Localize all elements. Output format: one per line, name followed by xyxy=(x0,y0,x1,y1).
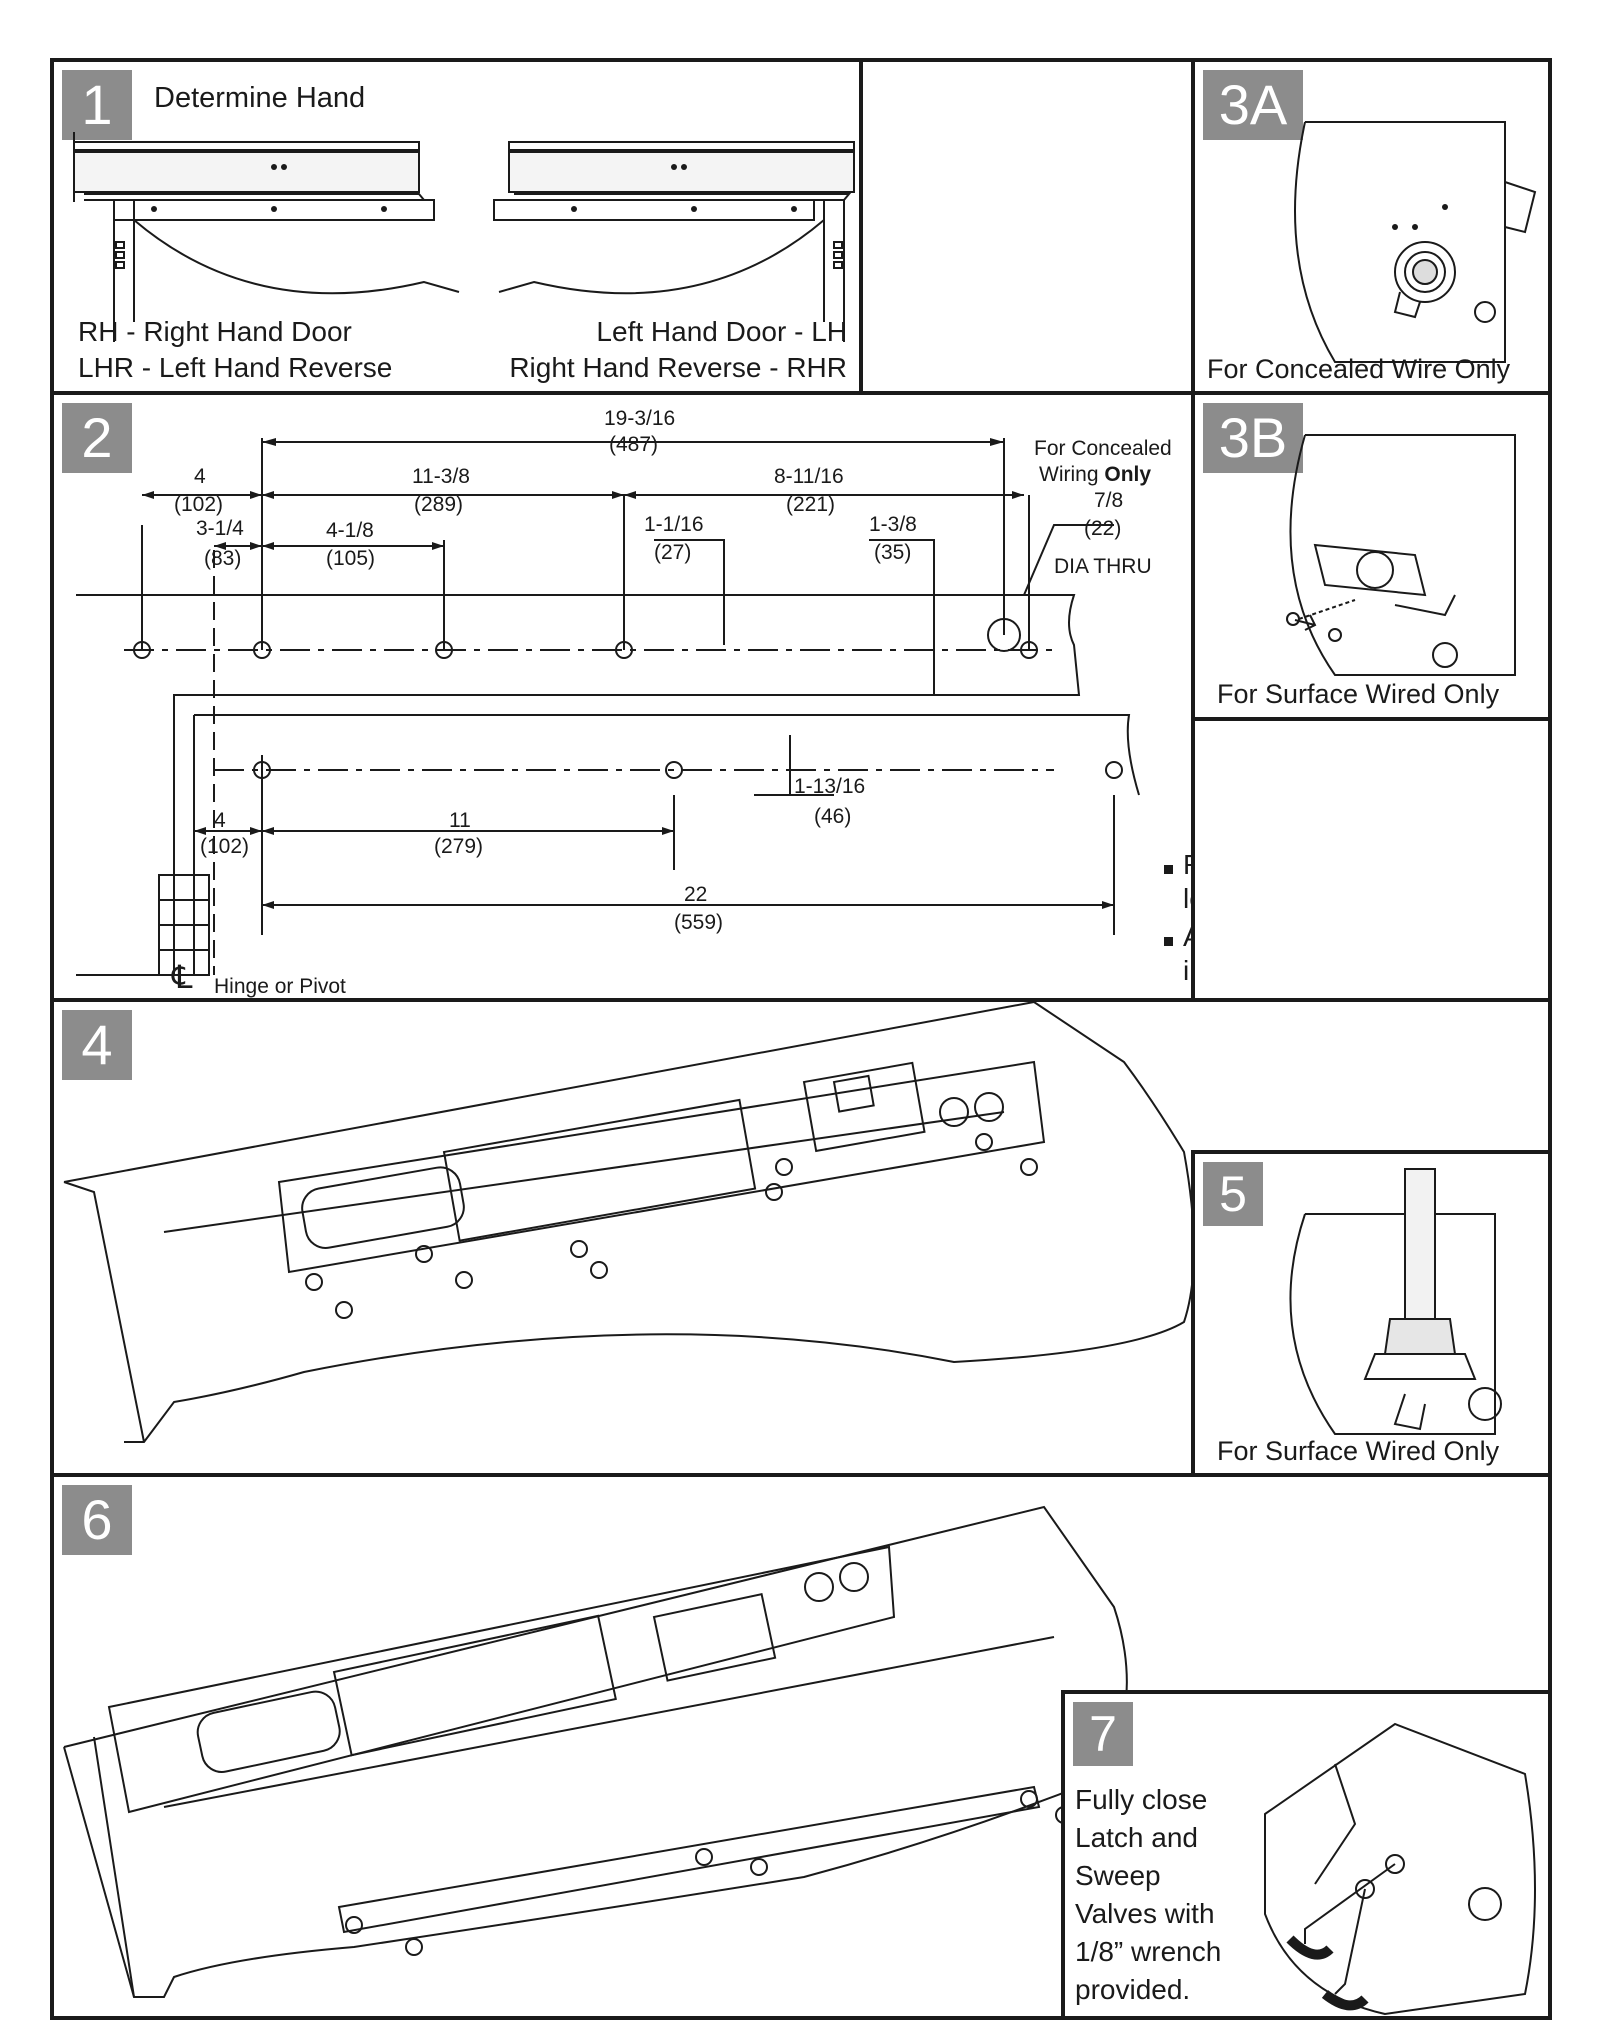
dim-559: (559) xyxy=(674,911,724,934)
concealed-only-word: Only xyxy=(1104,463,1152,486)
dim-8-11-16: 8-11/16 xyxy=(774,465,844,488)
dim-22mm: (22) xyxy=(1084,517,1122,540)
dim-3-1-4: 3-1/4 xyxy=(196,517,244,540)
dim-105: (105) xyxy=(326,547,376,570)
dim-102b: (102) xyxy=(200,835,250,858)
dim-83: (83) xyxy=(204,547,242,570)
bullet-square-icon xyxy=(1164,937,1173,946)
dim-102a: (102) xyxy=(174,493,224,516)
step3a-panel: 3A For Concealed Wire Only xyxy=(1191,58,1552,395)
dim-27: (27) xyxy=(654,541,692,564)
lh-label: Left Hand Door - LH xyxy=(596,316,847,347)
dim-487: (487) xyxy=(609,433,659,456)
step3a-caption: For Concealed Wire Only xyxy=(1207,354,1511,384)
step7-number: 7 xyxy=(1073,1702,1133,1766)
dim-279: (279) xyxy=(434,835,484,858)
dim-221: (221) xyxy=(786,493,836,516)
step1-title: Determine Hand xyxy=(154,82,366,114)
rhr-label: Right Hand Reverse - RHR xyxy=(509,352,847,383)
cover-installation-illustration xyxy=(63,1505,1128,1998)
dim-11: 11 xyxy=(449,809,471,832)
concealed-note-line1: For Concealed xyxy=(1034,437,1172,460)
step7-panel: 7 Fully close Latch and Sweep Valves wit… xyxy=(1061,1690,1552,2020)
dim-22in: 22 xyxy=(684,883,708,906)
concealed-wire-bracket-illustration xyxy=(1294,121,1537,363)
dim-7-8: 7/8 xyxy=(1094,489,1124,512)
dim-1-1-16: 1-1/16 xyxy=(644,513,704,536)
step1-number: 1 xyxy=(62,70,132,140)
dia-thru-label: DIA THRU xyxy=(1054,555,1152,578)
step7-line2: Latch and xyxy=(1075,1822,1198,1853)
dim-4b: 4 xyxy=(214,809,226,832)
bullet-square-icon xyxy=(1164,865,1173,874)
step1-panel: 1 Determine Hand xyxy=(50,58,863,395)
step6-number: 6 xyxy=(62,1485,132,1555)
concealed-note-line2: Wiring Only xyxy=(1039,463,1151,487)
step7-line1: Fully close xyxy=(1075,1784,1208,1815)
hinge-label: Hinge or Pivot xyxy=(214,975,346,998)
surface-wire-bracket-illustration xyxy=(1286,434,1516,676)
step3b-number: 3B xyxy=(1203,403,1303,473)
valve-adjustment-illustration xyxy=(1264,1722,1536,2016)
closer-mounting-illustration xyxy=(63,1002,1195,1443)
dim-289: (289) xyxy=(414,493,464,516)
step3b-panel: 3B For Surface Wired Only xyxy=(1191,391,1552,721)
note-dimensions: All dimensions shown in xyxy=(1164,919,1191,955)
note2-line1: All dimensions shown in xyxy=(1183,921,1191,952)
step3b-caption: For Surface Wired Only xyxy=(1217,679,1500,709)
lhr-label: LHR - Left Hand Reverse xyxy=(78,352,393,383)
step2-number: 2 xyxy=(62,403,132,473)
dim-46: (46) xyxy=(814,805,852,828)
dim-4-1-8: 4-1/8 xyxy=(326,519,374,542)
dim-11-3-8: 11-3/8 xyxy=(412,465,470,488)
note2-line2: inches (mm). xyxy=(1183,955,1191,986)
dim-35: (35) xyxy=(874,541,912,564)
dim-4a: 4 xyxy=(194,465,206,488)
dim-1-13-16: 1-13/16 xyxy=(794,775,866,798)
step7-line3: Sweep xyxy=(1075,1860,1161,1891)
step4-number: 4 xyxy=(62,1010,132,1080)
step7-line5: 1/8” wrench xyxy=(1075,1936,1222,1967)
template-dimension-drawing xyxy=(76,438,1140,976)
step5-panel: 5 For Surface Wired Only xyxy=(1191,1150,1552,1477)
door-closer-illustration-rh xyxy=(73,132,855,342)
step7-line4: Valves with xyxy=(1075,1898,1215,1929)
surface-wire-raceway-illustration xyxy=(1289,1168,1502,1435)
rh-label: RH - Right Hand Door xyxy=(78,316,352,347)
hinge-centerline-symbol: ℄ xyxy=(172,959,193,995)
dim-19-3-16: 19-3/16 xyxy=(604,407,676,430)
step7-line6: provided. xyxy=(1075,1974,1191,2005)
step5-caption: For Surface Wired Only xyxy=(1217,1436,1500,1466)
step5-number: 5 xyxy=(1203,1162,1263,1226)
step3a-number: 3A xyxy=(1203,70,1303,140)
dim-1-3-8: 1-3/8 xyxy=(869,513,917,536)
step2-panel: 2 xyxy=(50,391,1195,1002)
concealed-wiring-word: Wiring xyxy=(1039,463,1099,486)
